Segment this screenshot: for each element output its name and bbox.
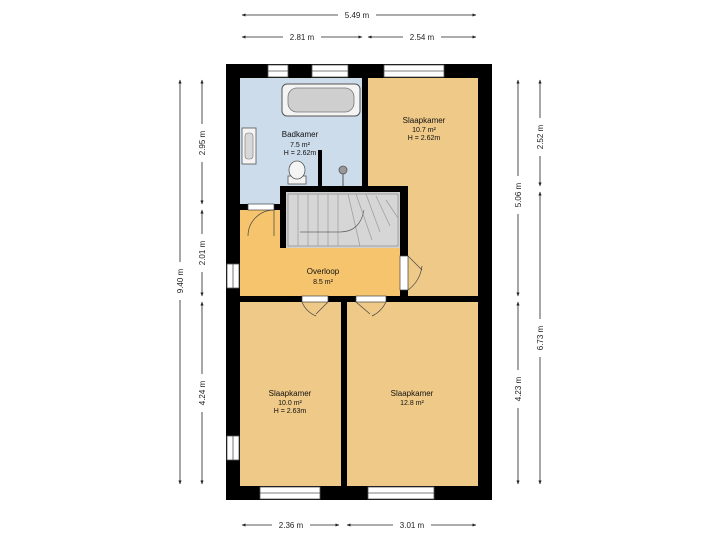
toilet (287, 160, 307, 185)
dim-top-total: 5.49 m (345, 11, 370, 20)
dim-top-left: 2.81 m (290, 33, 315, 42)
room-bedroom-top-right-label: Slaapkamer 10.7 m² H = 2.62m (403, 116, 446, 142)
room-name: Slaapkamer (391, 389, 434, 398)
staircase (287, 193, 399, 247)
wall-bottom-divider (341, 302, 347, 486)
dimension-labels: 5.49 m 2.81 m 2.54 m 2.36 m 3.01 m 9.40 … (174, 9, 546, 531)
bedroom-bottom-right-floor (347, 302, 478, 486)
room-bedroom-bottom-left-label: Slaapkamer 10.0 m² H = 2.63m (269, 389, 312, 415)
room-bedroom-bottom-right-label: Slaapkamer 12.8 m² (391, 389, 434, 407)
room-name: Slaapkamer (269, 389, 312, 398)
room-height: H = 2.62m (408, 135, 441, 142)
room-area: 8.5 m² (313, 279, 334, 286)
wall-stair-right (400, 186, 408, 296)
doors (247, 203, 423, 317)
room-name: Badkamer (282, 130, 319, 139)
bedroom-bottom-left-floor (240, 302, 341, 486)
wall-bath-bedroom (362, 78, 368, 188)
room-bathroom-label: Badkamer 7.5 m² H = 2.62m (282, 130, 319, 157)
windows (226, 64, 445, 500)
bathtub (281, 83, 361, 117)
room-area: 12.8 m² (400, 400, 424, 407)
room-height: H = 2.63m (274, 408, 307, 415)
shower-drain (338, 165, 348, 186)
room-name: Slaapkamer (403, 116, 446, 125)
dim-right-inner-lower: 4.23 m (514, 376, 523, 401)
sink (241, 127, 257, 165)
room-height: H = 2.62m (284, 150, 317, 157)
room-area: 10.7 m² (412, 127, 436, 134)
dim-bottom-left: 2.36 m (279, 521, 304, 530)
dim-right-outer-upper: 2.52 m (536, 124, 545, 149)
dim-right-outer-lower: 6.73 m (536, 325, 545, 350)
wall-bath-stub (318, 150, 322, 186)
dim-left-middle: 2.01 m (198, 240, 207, 265)
wall-stair-left (280, 186, 286, 248)
dim-bottom-right: 3.01 m (400, 521, 425, 530)
room-area: 10.0 m² (278, 400, 302, 407)
dim-left-upper: 2.95 m (198, 130, 207, 155)
dim-right-inner-upper: 5.06 m (514, 182, 523, 207)
dim-left-lower: 4.24 m (198, 380, 207, 405)
dim-left-total: 9.40 m (176, 268, 185, 293)
room-landing-label: Overloop 8.5 m² (307, 267, 340, 286)
room-area: 7.5 m² (290, 142, 311, 149)
room-name: Overloop (307, 267, 340, 276)
wall-stair-top (286, 186, 408, 192)
dim-top-right: 2.54 m (410, 33, 435, 42)
